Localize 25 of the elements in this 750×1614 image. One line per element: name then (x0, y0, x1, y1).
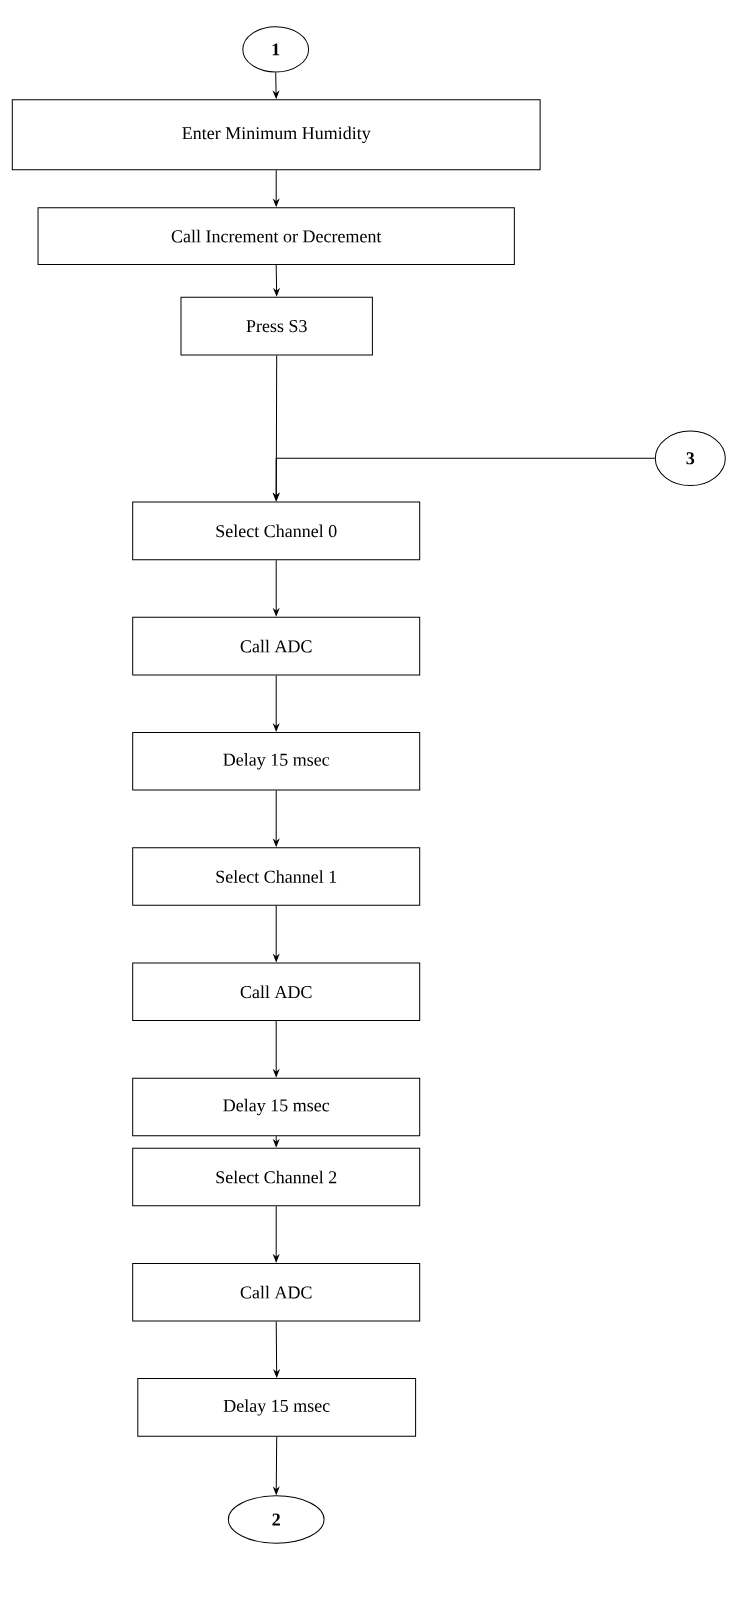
process-box: Delay 15 msec (132, 732, 421, 791)
process-box: Call ADC (132, 1262, 421, 1322)
arrow (273, 1135, 280, 1147)
arrow (273, 559, 280, 616)
process-box: Delay 15 msec (137, 1378, 417, 1437)
process-box: Select Channel 1 (132, 847, 421, 906)
arrow (273, 457, 656, 501)
process-box: Call ADC (132, 962, 421, 1022)
arrow (273, 1205, 280, 1263)
arrow (273, 1321, 280, 1378)
arrow (273, 790, 280, 847)
arrow (273, 72, 279, 99)
arrow (273, 674, 280, 732)
process-box: Delay 15 msec (132, 1077, 421, 1137)
process-box: Call Increment or Decrement (37, 207, 515, 265)
process-box: Select Channel 2 (132, 1147, 421, 1207)
arrow (273, 169, 280, 207)
process-box: Enter Minimum Humidity (11, 99, 541, 171)
process-box: Select Channel 0 (132, 501, 421, 561)
arrow (273, 264, 280, 296)
process-box: Call ADC (132, 616, 421, 676)
process-box: Press S3 (180, 296, 373, 356)
arrow (273, 1436, 280, 1495)
arrow (273, 1020, 280, 1077)
arrow (273, 905, 280, 962)
